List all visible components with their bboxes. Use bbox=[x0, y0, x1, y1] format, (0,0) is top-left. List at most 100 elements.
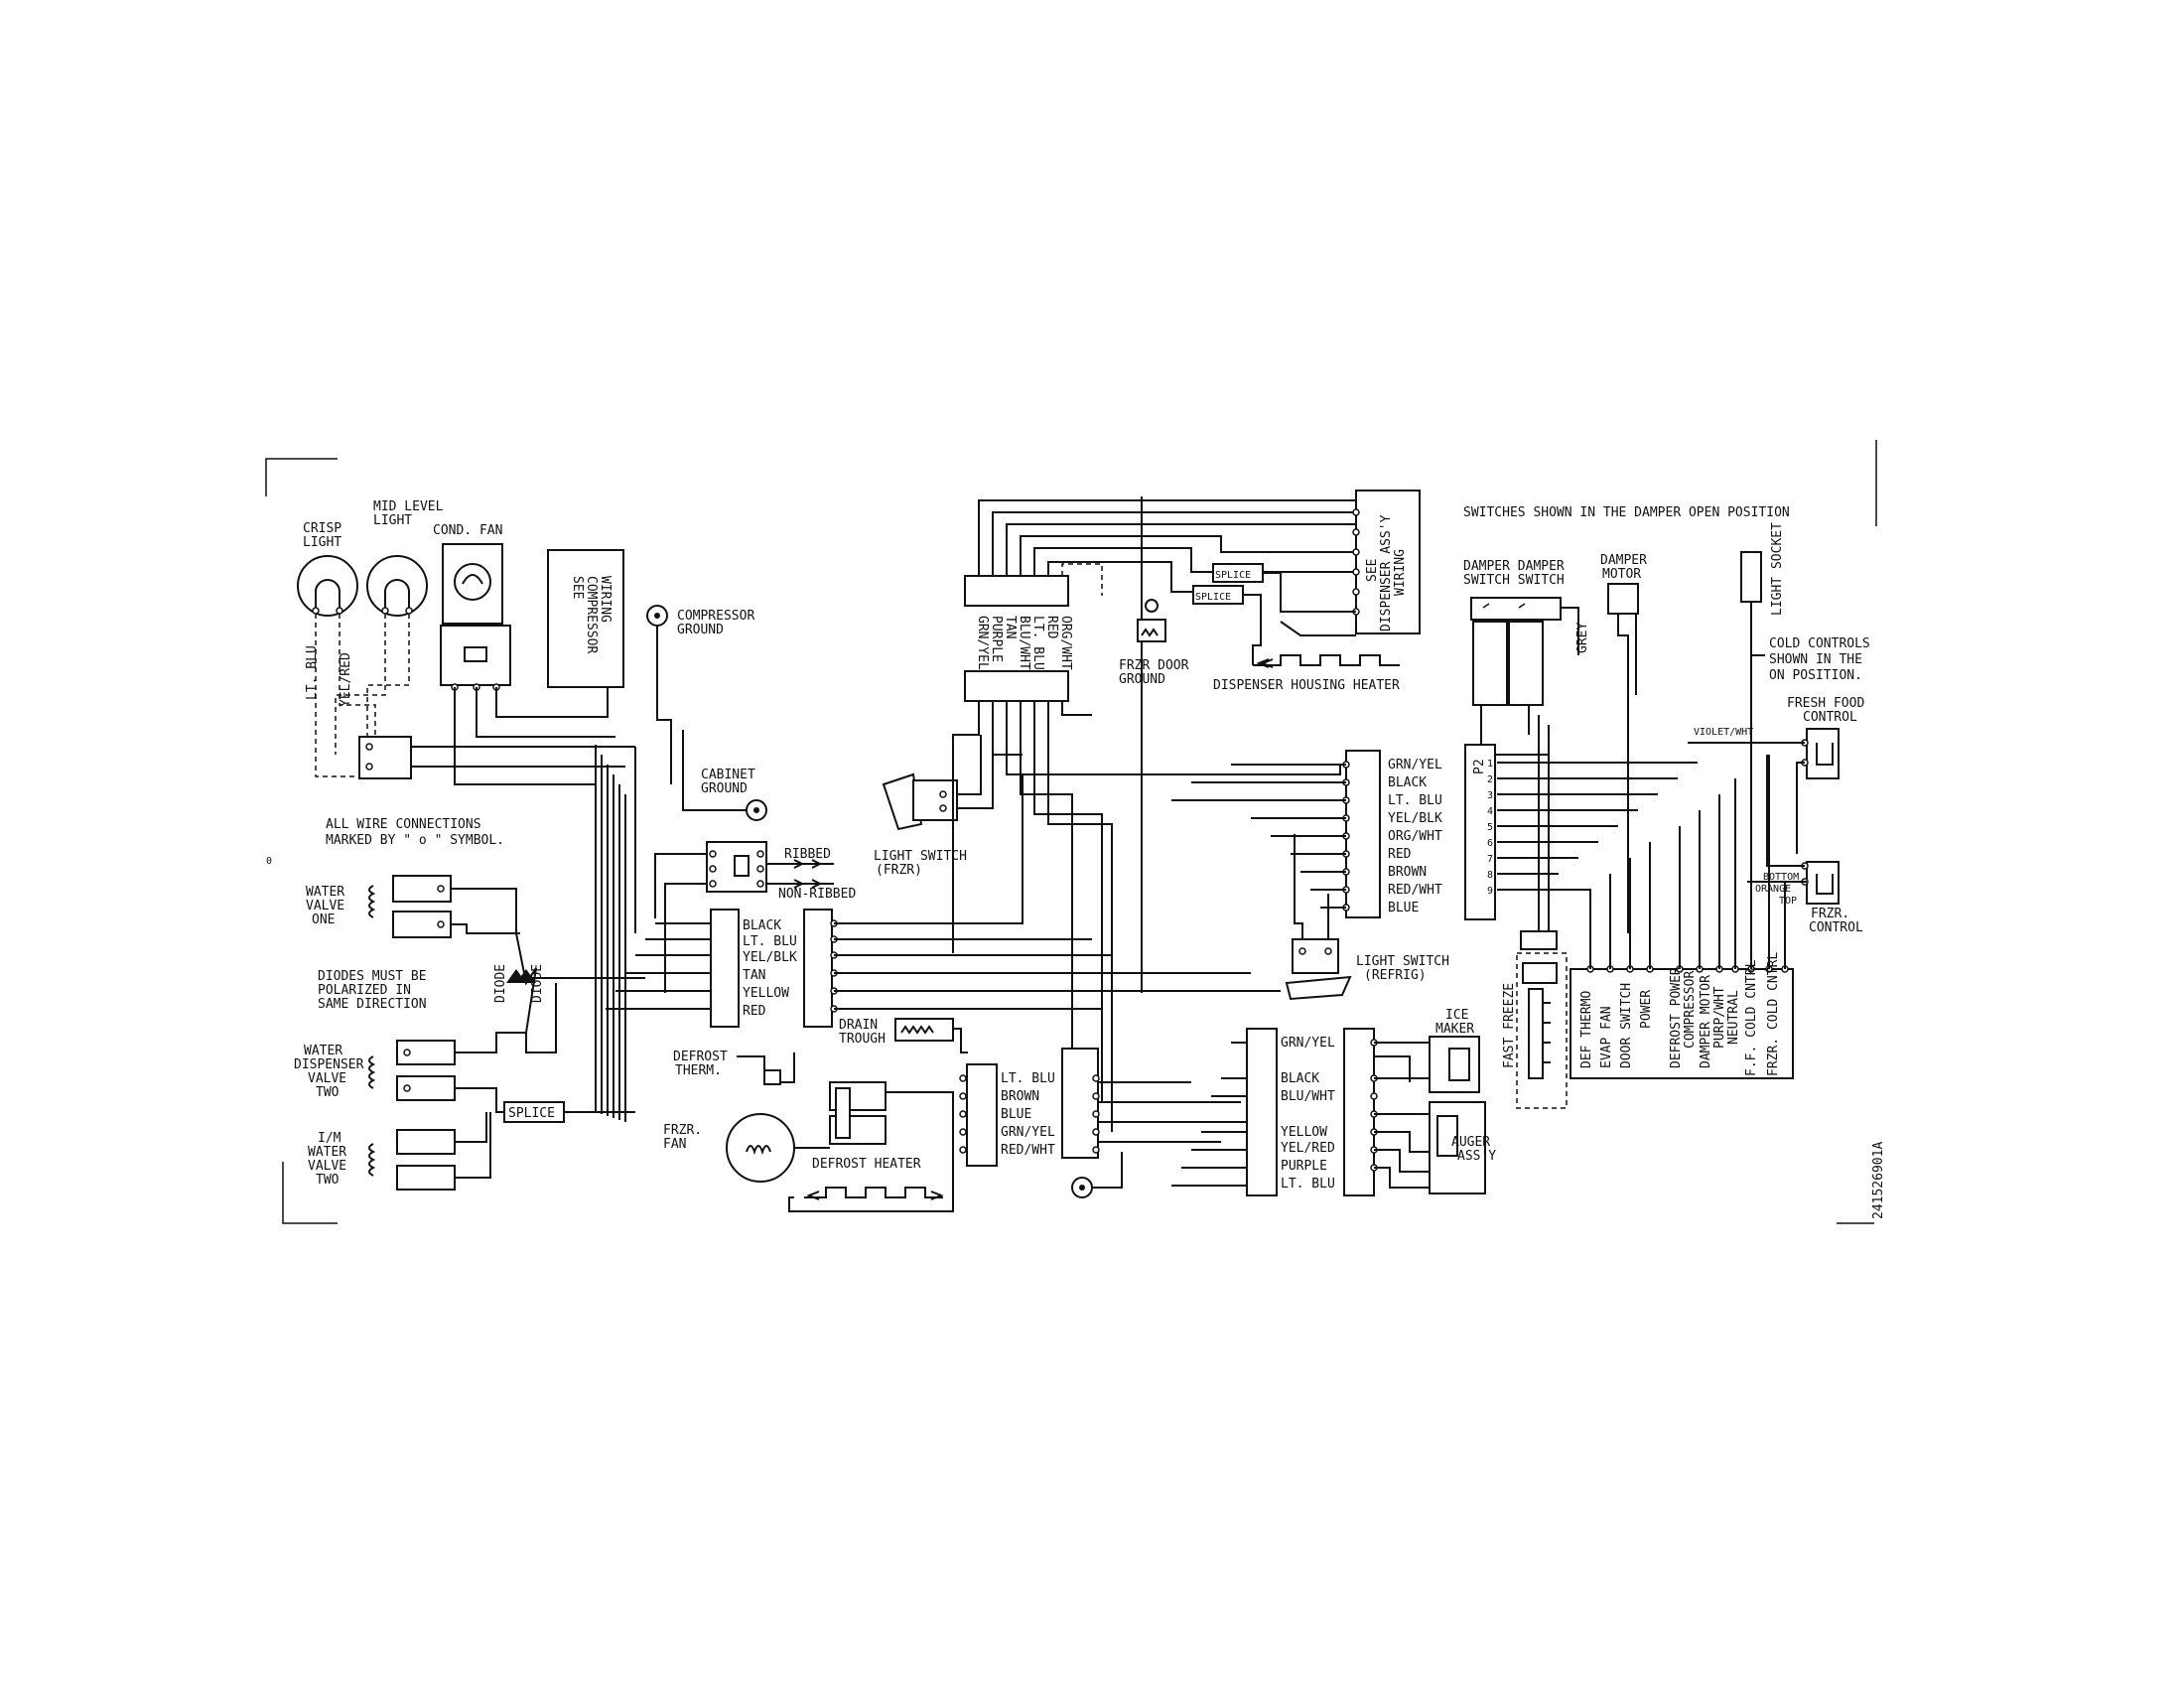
svg-text:NEUTRAL: NEUTRAL bbox=[1726, 990, 1741, 1045]
diodes: DIODE DIODE bbox=[493, 932, 645, 1053]
svg-text:FRZR DOOR: FRZR DOOR bbox=[1119, 658, 1189, 673]
svg-text:DISPENSER ASS'Y: DISPENSER ASS'Y bbox=[1379, 514, 1394, 632]
svg-text:DIODE: DIODE bbox=[493, 964, 508, 1003]
svg-text:LIGHT SOCKET: LIGHT SOCKET bbox=[1770, 522, 1785, 616]
cond-fan: COND. FAN bbox=[433, 523, 511, 691]
svg-text:GRN/YEL: GRN/YEL bbox=[1001, 1125, 1055, 1140]
p2-connector: P2 1 2 3 4 5 6 7 8 9 bbox=[1464, 744, 1698, 920]
light-wiring bbox=[315, 614, 635, 779]
svg-text:LT. BLU: LT. BLU bbox=[1001, 1071, 1055, 1086]
ice-maker: ICE MAKER bbox=[1374, 1008, 1480, 1093]
svg-text:RED/WHT: RED/WHT bbox=[1001, 1143, 1055, 1158]
frame-marks bbox=[265, 440, 1877, 1224]
bundle-vertical bbox=[595, 745, 636, 1122]
svg-text:LT. BLU: LT. BLU bbox=[1281, 1177, 1335, 1192]
svg-text:MARKED BY " o " SYMBOL.: MARKED BY " o " SYMBOL. bbox=[326, 833, 504, 848]
svg-text:2: 2 bbox=[1487, 774, 1493, 785]
frzr-door-ground: FRZR DOOR GROUND bbox=[1119, 599, 1189, 687]
svg-text:COMPRESSOR: COMPRESSOR bbox=[584, 576, 599, 653]
svg-text:ORG/WHT: ORG/WHT bbox=[1058, 616, 1073, 670]
svg-text:DISPENSER HOUSING HEATER: DISPENSER HOUSING HEATER bbox=[1213, 678, 1400, 693]
defrost-heater: DEFROST HEATER bbox=[788, 1092, 954, 1212]
fresh-food-control: FRESH FOOD CONTROL VIOLET/WHT bbox=[1688, 696, 1864, 854]
svg-text:COND. FAN: COND. FAN bbox=[433, 523, 502, 538]
wire-connections-note: ALL WIRE CONNECTIONS MARKED BY " o " SYM… bbox=[326, 817, 504, 848]
svg-text:ORANGE: ORANGE bbox=[1755, 884, 1791, 895]
svg-text:BLACK: BLACK bbox=[1388, 775, 1427, 790]
svg-text:LT. BLU: LT. BLU bbox=[743, 934, 797, 949]
svg-text:3: 3 bbox=[1487, 790, 1493, 801]
svg-text:LT. BLU: LT. BLU bbox=[1030, 616, 1045, 670]
svg-text:AUGER: AUGER bbox=[1451, 1135, 1490, 1150]
cold-controls-note: COLD CONTROLS SHOWN IN THE ON POSITION. bbox=[1769, 636, 1870, 683]
svg-text:RED: RED bbox=[743, 1004, 766, 1019]
svg-text:TOP: TOP bbox=[1779, 896, 1797, 907]
svg-text:SPLICE: SPLICE bbox=[1195, 592, 1231, 603]
right-connector: GRN/YEL BLACK LT. BLU YEL/BLK ORG/WHT RE… bbox=[1171, 750, 1442, 918]
svg-text:DEFROST: DEFROST bbox=[673, 1050, 728, 1064]
svg-text:MAKER: MAKER bbox=[1435, 1022, 1474, 1037]
svg-text:POLARIZED IN: POLARIZED IN bbox=[318, 983, 411, 998]
svg-text:TAN: TAN bbox=[743, 968, 765, 983]
damper-motor: DAMPER MOTOR bbox=[1600, 553, 1647, 933]
drain-trough: DRAIN TROUGH bbox=[839, 1018, 968, 1053]
dispenser-housing-heater: DISPENSER HOUSING HEATER bbox=[1213, 616, 1400, 693]
diodes-note: DIODES MUST BE POLARIZED IN SAME DIRECTI… bbox=[318, 969, 427, 1012]
svg-text:I/M: I/M bbox=[318, 1131, 341, 1146]
fast-freeze: FAST FREEZE bbox=[1502, 715, 1568, 1109]
svg-text:DOOR SWITCH: DOOR SWITCH bbox=[1619, 983, 1634, 1068]
svg-text:CONTROL: CONTROL bbox=[1803, 710, 1857, 725]
svg-text:DEFROST POWER: DEFROST POWER bbox=[1669, 967, 1684, 1068]
svg-text:1: 1 bbox=[1487, 759, 1493, 770]
svg-text:CONTROL: CONTROL bbox=[1809, 920, 1863, 935]
svg-text:LIGHT SWITCH: LIGHT SWITCH bbox=[874, 849, 967, 864]
frzr-control: BOTTOM ORANGE TOP FRZR. CONTROL bbox=[1747, 755, 1863, 935]
svg-text:FAN: FAN bbox=[663, 1137, 686, 1152]
compressor-leads bbox=[454, 687, 615, 785]
yel-red-label: YEL/RED bbox=[339, 652, 353, 707]
svg-text:LIGHT: LIGHT bbox=[373, 513, 412, 528]
dispenser-assy: SEE DISPENSER ASS'Y WIRING bbox=[1352, 490, 1421, 634]
svg-text:6: 6 bbox=[1487, 838, 1493, 849]
svg-text:POWER: POWER bbox=[1639, 990, 1654, 1029]
svg-text:7: 7 bbox=[1487, 854, 1493, 865]
svg-text:ICE: ICE bbox=[1445, 1008, 1468, 1023]
light-switch-frzr: LIGHT SWITCH (FRZR) bbox=[874, 735, 994, 878]
svg-text:8: 8 bbox=[1487, 870, 1493, 881]
crisp-light: CRISP LIGHT bbox=[297, 521, 358, 617]
svg-text:VALVE: VALVE bbox=[308, 1159, 346, 1174]
svg-text:(FRZR): (FRZR) bbox=[876, 863, 922, 878]
svg-text:DIODES MUST BE: DIODES MUST BE bbox=[318, 969, 427, 984]
cabinet-ground: CABINET GROUND bbox=[682, 730, 767, 821]
svg-text:WIRING: WIRING bbox=[598, 576, 613, 623]
stray-mark: 0 bbox=[266, 856, 272, 867]
svg-text:BLUE: BLUE bbox=[1388, 901, 1419, 915]
svg-text:PURPLE: PURPLE bbox=[989, 616, 1004, 662]
svg-text:ON POSITION.: ON POSITION. bbox=[1769, 668, 1862, 683]
svg-text:F.F. COLD CNTRL: F.F. COLD CNTRL bbox=[1744, 959, 1759, 1076]
svg-text:SEE: SEE bbox=[570, 576, 585, 599]
svg-text:VALVE: VALVE bbox=[308, 1071, 346, 1086]
defrost-therm: DEFROST THERM. bbox=[673, 1050, 795, 1085]
im-water-valve-two: I/M WATER VALVE TWO bbox=[308, 1112, 491, 1191]
lower-ground bbox=[1071, 1152, 1123, 1198]
auger-assy: AUGER ASS'Y bbox=[1374, 1101, 1496, 1194]
svg-text:EVAP FAN: EVAP FAN bbox=[1599, 1006, 1614, 1068]
svg-text:GRN/YEL: GRN/YEL bbox=[1281, 1036, 1335, 1051]
svg-text:5: 5 bbox=[1487, 822, 1493, 833]
svg-text:FRZR.: FRZR. bbox=[1811, 907, 1849, 921]
svg-text:MID LEVEL: MID LEVEL bbox=[373, 499, 444, 514]
svg-text:BLU/WHT: BLU/WHT bbox=[1017, 616, 1031, 670]
svg-text:SAME DIRECTION: SAME DIRECTION bbox=[318, 997, 427, 1012]
svg-text:RED: RED bbox=[1044, 616, 1059, 639]
svg-text:GROUND: GROUND bbox=[701, 781, 748, 796]
svg-text:WATER: WATER bbox=[308, 1145, 346, 1160]
svg-text:COMPRESSOR: COMPRESSOR bbox=[1683, 971, 1698, 1049]
svg-text:TWO: TWO bbox=[316, 1173, 340, 1188]
svg-text:BROWN: BROWN bbox=[1001, 1089, 1039, 1104]
compressor-ground: COMPRESSOR GROUND bbox=[646, 605, 754, 784]
svg-text:NON-RIBBED: NON-RIBBED bbox=[778, 887, 856, 902]
svg-text:DEF THERMO: DEF THERMO bbox=[1579, 991, 1594, 1068]
svg-text:ALL WIRE CONNECTIONS: ALL WIRE CONNECTIONS bbox=[326, 817, 481, 832]
svg-text:TROUGH: TROUGH bbox=[839, 1032, 886, 1047]
